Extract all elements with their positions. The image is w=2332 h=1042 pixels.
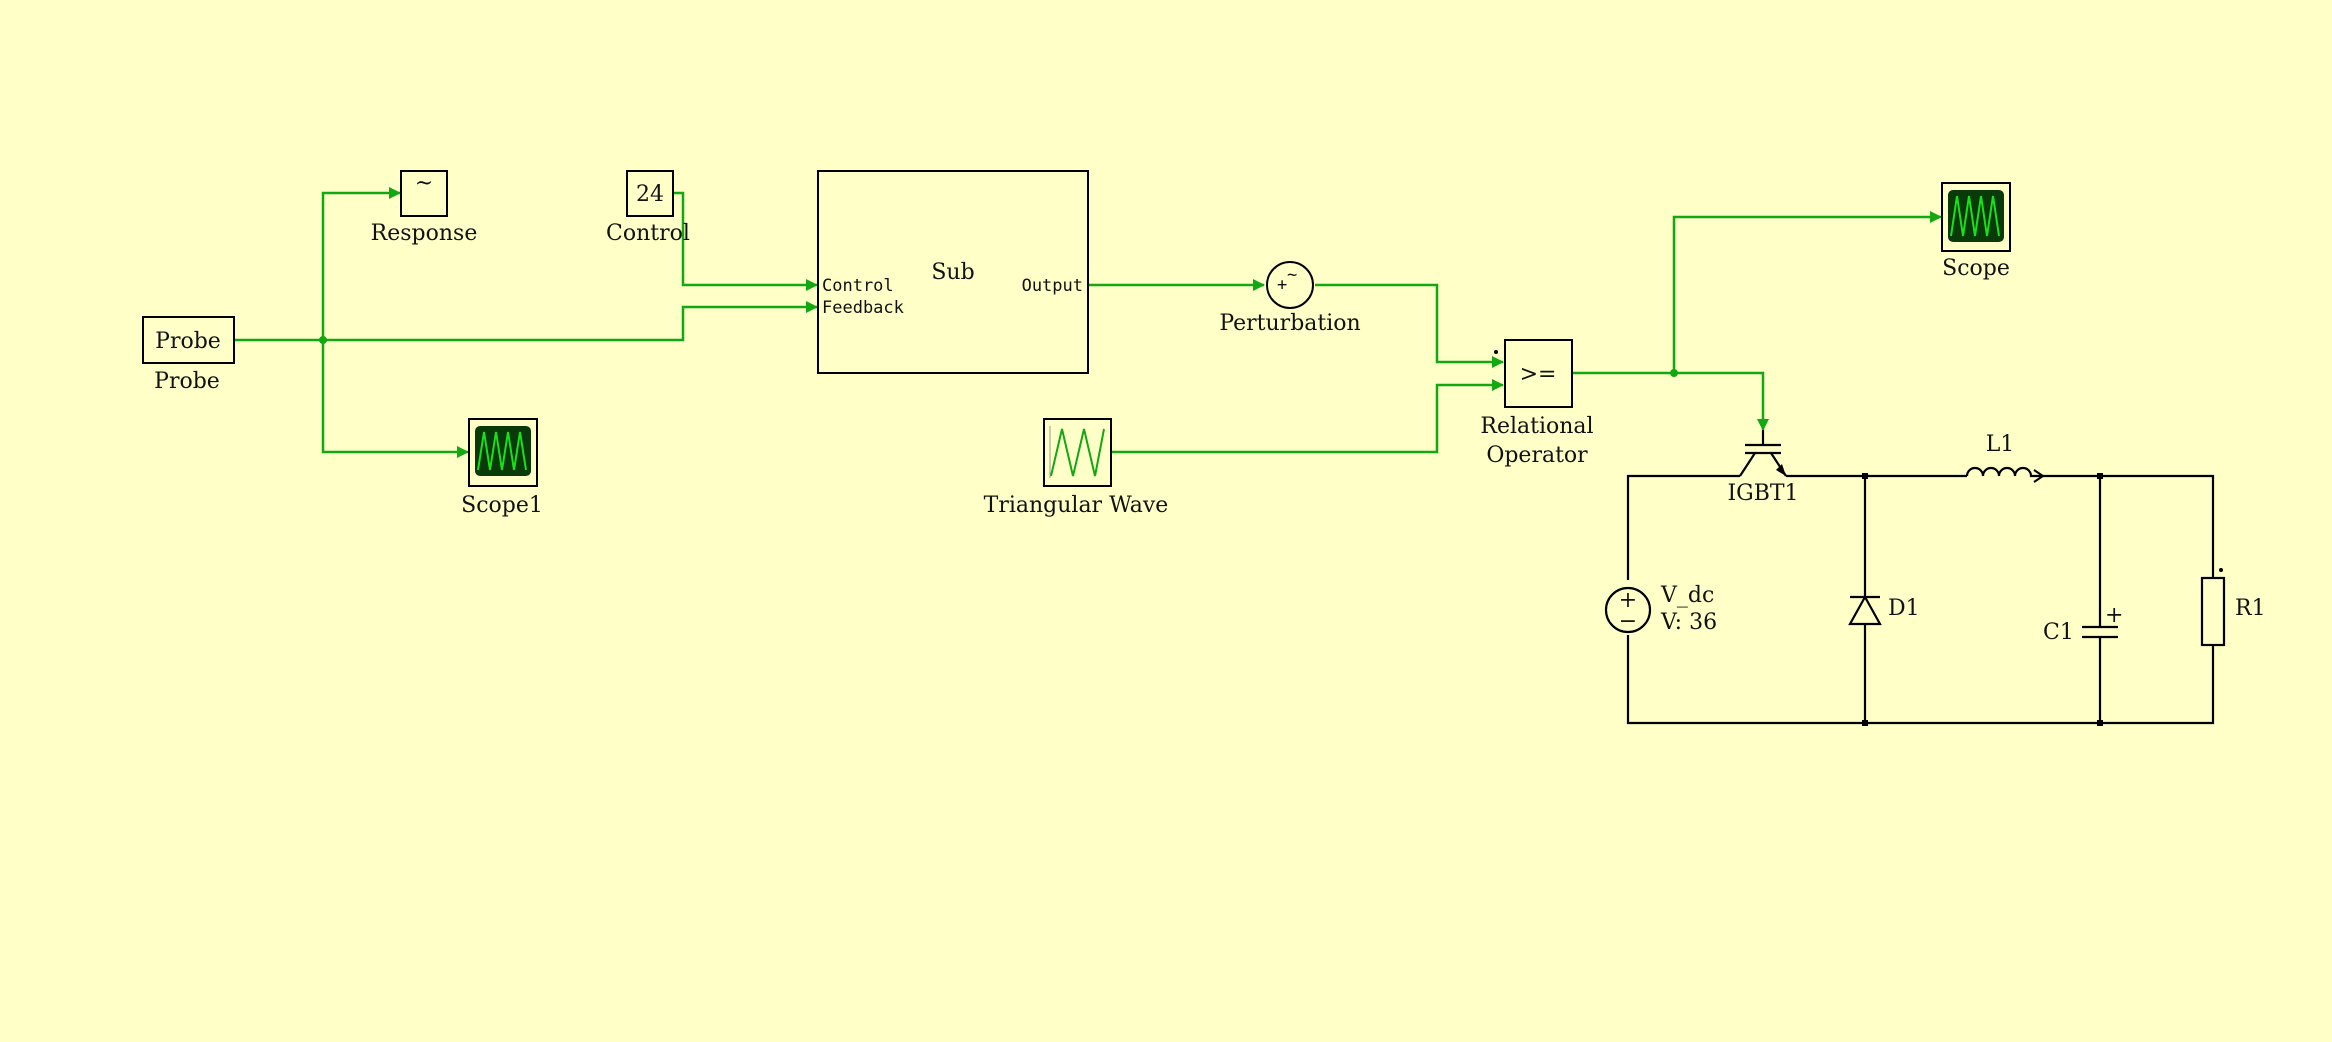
probe-symbol: Probe — [155, 329, 221, 354]
wire-perturbation-relational[interactable] — [1315, 283, 1504, 368]
capacitor-label: C1 — [2043, 620, 2074, 645]
wire-relational-scope[interactable] — [1672, 211, 1942, 373]
scope1-label: Scope1 — [461, 493, 543, 518]
sine-sign-icon: ~ — [1287, 265, 1297, 285]
probe-label: Probe — [154, 369, 220, 394]
power-circuit: IGBT1 L1 + − V_dc V: 36 D1 + C1 — [1604, 430, 2266, 726]
scope1-wave-icon — [477, 431, 527, 471]
wire-relational-out[interactable] — [1572, 371, 1769, 431]
scope-block[interactable]: Scope — [1941, 182, 2011, 281]
wire-source-bottom[interactable] — [1626, 635, 2215, 725]
igbt-emitter-arrow-icon — [1776, 464, 1786, 476]
diode-component[interactable]: D1 — [1848, 594, 1920, 626]
capacitor-component[interactable]: + C1 — [2043, 603, 2123, 645]
relational-symbol: >= — [1520, 362, 1557, 387]
sub-port-feedback: Feedback — [822, 298, 904, 318]
resistor-component[interactable]: R1 — [2200, 568, 2266, 647]
response-block[interactable]: ~ Response — [371, 170, 478, 246]
wire-probe-response[interactable] — [321, 187, 401, 340]
capacitor-plus-icon: + — [2105, 603, 2123, 628]
plus-sign-icon: + — [1277, 275, 1287, 295]
scope-wave-icon — [1950, 195, 2000, 237]
triangular-wave-block[interactable]: Triangular Wave — [984, 418, 1169, 518]
probe-block[interactable]: Probe Probe — [142, 316, 235, 394]
port-dot — [1494, 350, 1498, 354]
response-label: Response — [371, 221, 478, 246]
scope-label: Scope — [1942, 256, 2010, 281]
inductor-arrow-icon — [2033, 469, 2045, 483]
control-block[interactable]: 24 Control — [606, 170, 690, 246]
source-value: V: 36 — [1660, 610, 1717, 635]
triangular-wave-label: Triangular Wave — [984, 493, 1169, 518]
relational-label-line2: Operator — [1486, 443, 1588, 468]
igbt-component[interactable]: IGBT1 — [1727, 430, 1799, 506]
wire-probe-scope1[interactable] — [321, 340, 469, 458]
wire-probe-feedback[interactable] — [234, 301, 818, 342]
wire-top-left[interactable] — [1626, 474, 1740, 580]
control-label: Control — [606, 221, 690, 246]
wire-inductor-right[interactable] — [2043, 474, 2215, 578]
scope1-block[interactable]: Scope1 — [461, 418, 543, 518]
relational-operator-block[interactable]: >= Relational Operator — [1480, 339, 1594, 468]
dc-source-component[interactable]: + − V_dc V: 36 — [1604, 583, 1717, 635]
wire-triangular-relational[interactable] — [1111, 379, 1504, 454]
node-dot — [1862, 473, 1868, 479]
triangle-wave-icon — [1050, 428, 1105, 477]
junction-dot — [1670, 369, 1678, 377]
node-dot — [2097, 720, 2103, 726]
control-value: 24 — [636, 182, 664, 207]
sub-port-output: Output — [1022, 276, 1083, 296]
plus-sign-icon: + — [1619, 588, 1637, 613]
junction-dot — [319, 336, 327, 344]
wire-control-sub[interactable] — [674, 191, 818, 291]
diode-label: D1 — [1888, 596, 1920, 621]
signal-wires — [234, 187, 1942, 458]
perturbation-label: Perturbation — [1219, 311, 1360, 336]
minus-sign-icon: − — [1619, 609, 1637, 634]
sub-block[interactable]: Sub Control Feedback Output — [817, 170, 1089, 374]
perturbation-block[interactable]: + ~ Perturbation — [1219, 261, 1361, 336]
resistor-dot-icon — [2219, 568, 2223, 572]
relational-label-line1: Relational — [1480, 414, 1593, 439]
sub-port-control: Control — [822, 276, 894, 296]
response-symbol: ~ — [415, 171, 433, 196]
source-label: V_dc — [1660, 583, 1714, 608]
inductor-label: L1 — [1986, 432, 2015, 457]
node-dot — [2097, 473, 2103, 479]
igbt-label: IGBT1 — [1727, 481, 1798, 506]
node-dot — [1862, 720, 1868, 726]
resistor-label: R1 — [2235, 596, 2266, 621]
inductor-component[interactable]: L1 — [1965, 432, 2045, 483]
sub-label: Sub — [931, 260, 974, 285]
